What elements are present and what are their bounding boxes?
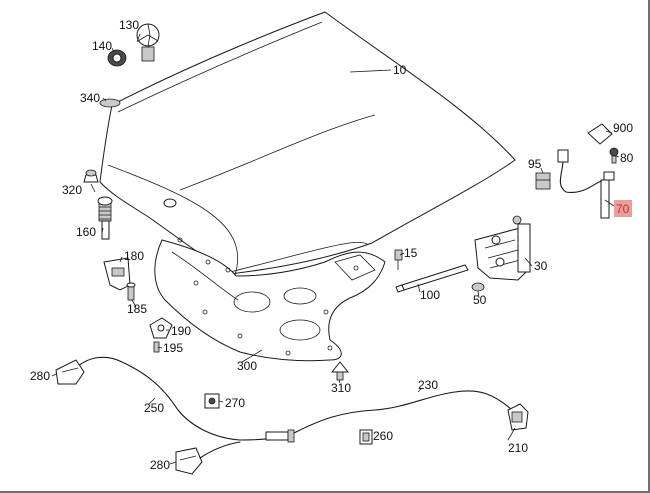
callout-320: 320 (62, 183, 82, 197)
callout-140: 140 (92, 39, 112, 53)
cable-connector[interactable] (265, 429, 295, 443)
callout-15: 15 (404, 246, 418, 260)
hood-hinge-bracket-180[interactable] (103, 257, 131, 291)
callout-190: 190 (171, 324, 191, 338)
clip-310[interactable] (330, 361, 350, 381)
bolt-lock[interactable] (512, 215, 522, 225)
wiring-harness-900[interactable] (557, 123, 613, 193)
leader-lines (51, 33, 620, 465)
callout-160: 160 (76, 225, 96, 239)
bracket-190[interactable] (149, 317, 173, 339)
callout-180: 180 (124, 249, 144, 263)
gas-strut-100[interactable] (395, 264, 469, 293)
callout-70-highlight (614, 200, 632, 217)
callout-70: 70 (616, 202, 630, 216)
callout-250: 250 (144, 401, 164, 415)
callout-100: 100 (420, 288, 440, 302)
callout-195: 195 (163, 341, 183, 355)
callout-10: 10 (393, 63, 407, 77)
callout-900: 900 (613, 121, 633, 135)
release-handle-280-lower[interactable] (175, 441, 241, 475)
bolt-15[interactable] (394, 249, 403, 270)
callout-210: 210 (508, 441, 528, 455)
callout-80: 80 (620, 151, 634, 165)
release-cable-250[interactable] (75, 356, 297, 441)
callout-340: 340 (80, 91, 100, 105)
emblem-gasket[interactable] (107, 49, 127, 67)
callout-labels: 10 15 30 50 70 80 95 100 130 140 160 180… (30, 18, 634, 472)
callout-280-lower: 280 (150, 458, 170, 472)
screw-185[interactable] (126, 282, 136, 301)
callout-30: 30 (534, 259, 548, 273)
hood-lock-30[interactable] (474, 223, 531, 281)
release-handle-280-upper[interactable] (55, 359, 85, 385)
callout-50: 50 (473, 293, 487, 307)
sensor-95[interactable] (535, 172, 551, 190)
hood-contact-switch-70[interactable] (600, 171, 615, 219)
clip-50[interactable] (471, 282, 485, 292)
callout-310: 310 (331, 381, 351, 395)
hood-panel[interactable] (99, 11, 516, 276)
callout-130: 130 (119, 18, 139, 32)
hood-adjuster-160[interactable] (97, 196, 113, 240)
callout-260: 260 (373, 429, 393, 443)
callout-185: 185 (127, 302, 147, 316)
star-emblem[interactable] (136, 23, 160, 62)
hood-insulation-mat[interactable] (154, 237, 386, 362)
callout-280-upper: 280 (30, 369, 50, 383)
lever-210[interactable] (507, 403, 529, 431)
clip-270[interactable] (204, 393, 220, 409)
callout-270: 270 (225, 396, 245, 410)
callout-230: 230 (418, 378, 438, 392)
rubber-plug-340[interactable] (99, 98, 121, 108)
callout-95: 95 (528, 157, 542, 171)
callout-300: 300 (237, 359, 257, 373)
release-cable-230[interactable] (295, 390, 513, 433)
screw-80[interactable] (609, 147, 619, 164)
bracket-260[interactable] (359, 429, 373, 445)
hood-buffer-320[interactable] (83, 169, 99, 183)
